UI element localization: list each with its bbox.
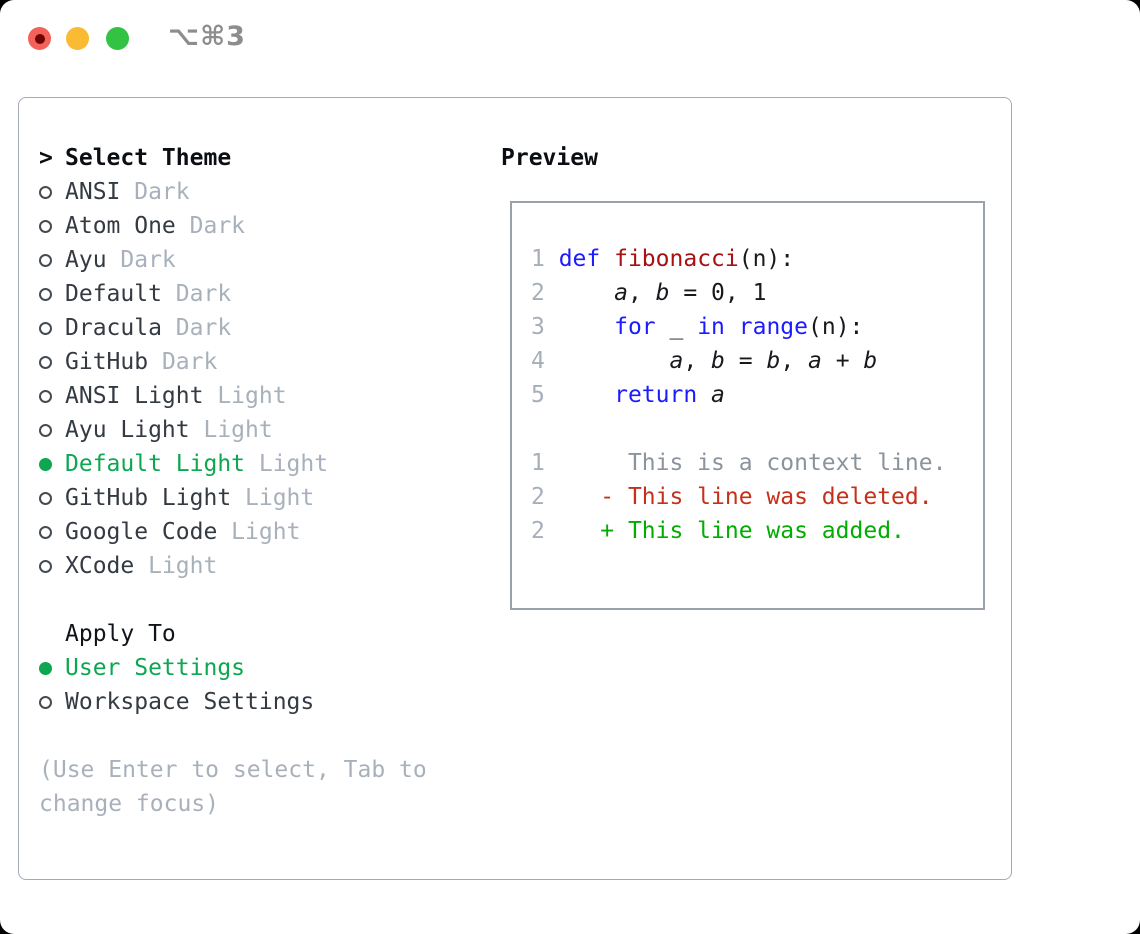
apply-option-workspace-settings[interactable]: Workspace Settings — [39, 685, 479, 719]
line-number: 1 — [531, 246, 559, 272]
preview-line: 2 + This line was added. — [531, 514, 983, 548]
radio-icon — [39, 491, 52, 505]
code-segment-pl: , — [780, 348, 809, 374]
code-segment-var: b — [655, 280, 670, 306]
preview-line: 3 for _ in range(n): — [531, 310, 983, 344]
preview-line: 4 a, b = b, a + b — [531, 344, 983, 378]
preview-line: 5 return a — [531, 378, 983, 412]
radio-selected-icon — [39, 661, 52, 675]
code-segment-pl — [725, 314, 739, 340]
keyboard-hint: (Use Enter to select, Tab to change focu… — [39, 757, 427, 817]
code-segment-pl — [559, 382, 614, 408]
select-theme-header: > Select Theme — [39, 141, 479, 175]
theme-item-atom-one[interactable]: Atom One Dark — [39, 209, 479, 243]
theme-item-dracula[interactable]: Dracula Dark — [39, 311, 479, 345]
preview-line: 2 - This line was deleted. — [531, 480, 983, 514]
radio-icon — [39, 695, 52, 709]
radio-selected-icon — [39, 457, 52, 471]
code-segment-pl: , — [627, 280, 656, 306]
code-segment-pl: (n): — [738, 246, 795, 272]
line-number: 2 — [531, 484, 545, 510]
code-segment-var: b — [711, 348, 725, 374]
code-segment-pl: = — [724, 348, 767, 374]
preview-label: Preview — [501, 145, 598, 171]
theme-item-default[interactable]: Default Dark — [39, 277, 479, 311]
code-segment-kw: for — [614, 314, 656, 340]
preview-line — [531, 412, 983, 446]
code-segment-ctx: This is a context line. — [544, 450, 947, 476]
code-segment-pl — [697, 382, 711, 408]
code-segment-pl: = 0, 1 — [669, 280, 767, 306]
spacer — [39, 583, 479, 617]
theme-item-ansi-light[interactable]: ANSI Light Light — [39, 379, 479, 413]
theme-picker-column: > Select Theme ANSI Dark Atom One Dark A… — [39, 141, 479, 821]
theme-item-github[interactable]: GitHub Dark — [39, 345, 479, 379]
code-segment-var: b — [766, 348, 781, 374]
theme-item-default-light[interactable]: Default Light Light — [39, 447, 479, 481]
code-segment-del: - This line was deleted. — [544, 484, 933, 510]
prompt-icon: > — [39, 145, 53, 171]
theme-item-xcode[interactable]: XCode Light — [39, 549, 479, 583]
preview-line: 2 a, b = 0, 1 — [531, 276, 983, 310]
code-segment-add: + This line was added. — [544, 518, 905, 544]
apply-to-list: User Settings Workspace Settings — [39, 651, 479, 719]
code-segment-var: a — [808, 348, 822, 374]
zoom-button[interactable] — [106, 27, 129, 50]
radio-icon — [39, 355, 52, 369]
close-button[interactable] — [28, 27, 51, 50]
radio-icon — [39, 253, 52, 267]
radio-icon — [39, 185, 52, 199]
prompt-marker: > — [39, 145, 65, 171]
code-segment-pl — [559, 348, 670, 374]
close-dot-icon — [34, 33, 45, 44]
window-title: ⌥⌘3 — [168, 21, 246, 52]
apply-to-label: Apply To — [65, 621, 176, 647]
theme-item-ansi[interactable]: ANSI Dark — [39, 175, 479, 209]
code-segment-kw: in — [697, 314, 725, 340]
code-segment-pl — [600, 246, 614, 272]
code-segment-kw: return — [614, 382, 698, 408]
code-segment-var: b — [863, 348, 878, 374]
code-segment-kw: def — [558, 246, 601, 272]
theme-selector-panel: > Select Theme ANSI Dark Atom One Dark A… — [18, 97, 1012, 880]
code-segment-var: a — [669, 348, 684, 374]
theme-item-ayu[interactable]: Ayu Dark — [39, 243, 479, 277]
preview-line: 1 def fibonacci(n): — [531, 242, 983, 276]
minimize-button[interactable] — [66, 27, 89, 50]
spacer — [39, 719, 479, 753]
line-number: 3 — [531, 314, 559, 340]
line-number: 5 — [531, 382, 559, 408]
code-segment-kw: range — [738, 314, 808, 340]
code-segment-fn: fibonacci — [614, 246, 739, 272]
code-segment-var: a — [614, 280, 628, 306]
apply-to-header: Apply To — [39, 617, 479, 651]
code-segment-pl: , — [683, 348, 712, 374]
radio-icon — [39, 389, 52, 403]
theme-item-ayu-light[interactable]: Ayu Light Light — [39, 413, 479, 447]
theme-item-google-code[interactable]: Google Code Light — [39, 515, 479, 549]
code-segment-pl — [559, 280, 614, 306]
code-segment-pl: _ — [655, 314, 698, 340]
code-segment-pl — [559, 314, 614, 340]
theme-item-github-light[interactable]: GitHub Light Light — [39, 481, 479, 515]
radio-icon — [39, 219, 52, 233]
line-number: 1 — [531, 450, 545, 476]
line-number: 2 — [531, 280, 559, 306]
code-segment-var: a — [711, 382, 725, 408]
radio-icon — [39, 287, 52, 301]
radio-icon — [39, 559, 52, 573]
code-segment-pl: + — [821, 348, 864, 374]
apply-option-user-settings[interactable]: User Settings — [39, 651, 479, 685]
line-number: 2 — [531, 518, 545, 544]
line-number: 4 — [531, 348, 559, 374]
radio-icon — [39, 525, 52, 539]
preview-line: 1 This is a context line. — [531, 446, 983, 480]
theme-list: ANSI Dark Atom One Dark Ayu Dark Default… — [39, 175, 479, 583]
select-theme-label: Select Theme — [65, 145, 232, 171]
code-segment-pl: (n): — [808, 314, 864, 340]
radio-icon — [39, 321, 52, 335]
radio-icon — [39, 423, 52, 437]
